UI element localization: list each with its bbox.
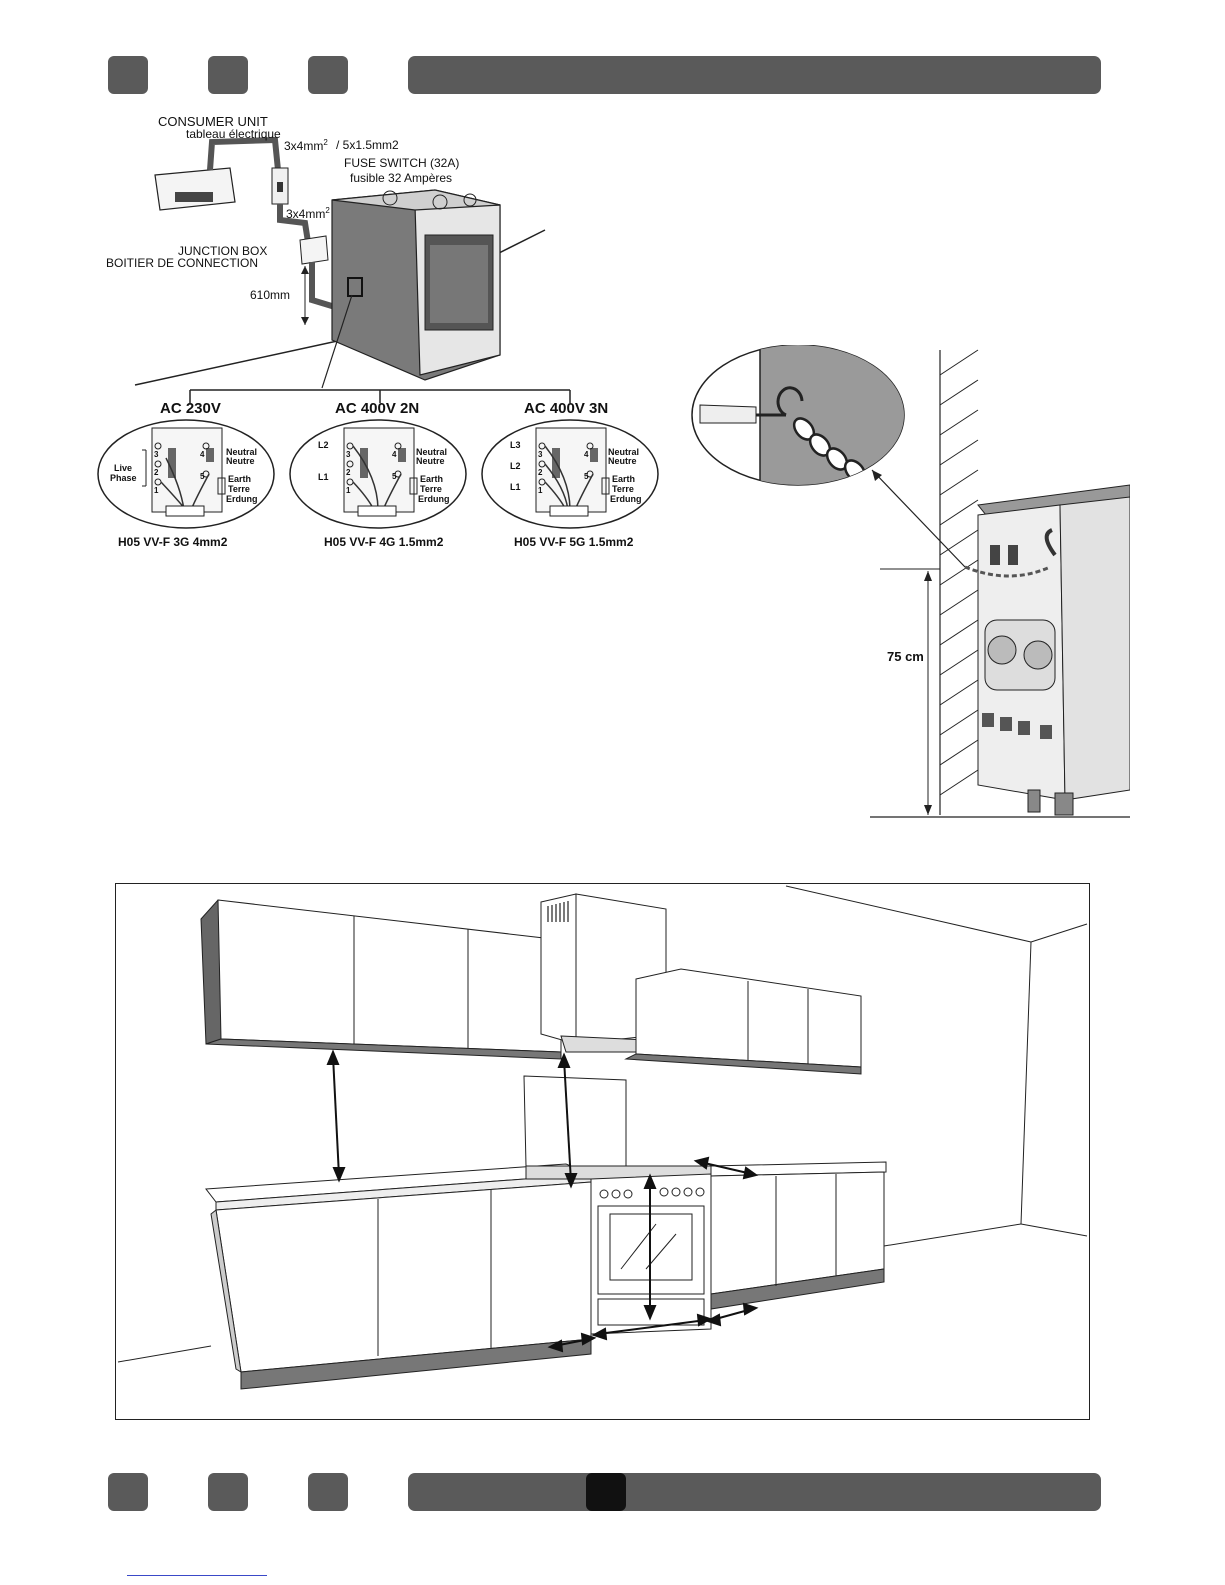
terminal-3-cable-label: H05 VV-F 5G 1.5mm2 [514, 535, 634, 549]
terminal-2-num-2: 2 [346, 468, 351, 477]
header-square-1 [108, 56, 148, 94]
chain-height-label: 75 cm [887, 649, 924, 664]
header-bar [408, 56, 1101, 94]
terminal-3-neutre-label: Neutre [608, 456, 637, 466]
terminal-2-neutral-label: Neutral [416, 447, 448, 457]
terminal-1-neutral-label: Neutral [226, 447, 258, 457]
terminal-2-diagram [289, 419, 467, 529]
terminal-1-diagram [97, 419, 275, 529]
footer-underline [127, 1575, 267, 1576]
terminal-2-cable-label: H05 VV-F 4G 1.5mm2 [324, 535, 444, 549]
terminal-1-cable-label: H05 VV-F 3G 4mm2 [118, 535, 228, 549]
terminal-3-num-5: 5 [584, 472, 589, 481]
terminal-2-l2-label: L2 [318, 440, 329, 450]
terminal-3-num-4: 4 [584, 450, 589, 459]
kitchen-clearance-diagram [117, 885, 1088, 1390]
terminal-3-title: AC 400V 3N [524, 400, 609, 417]
terminal-2-num-3: 3 [346, 450, 351, 459]
height-610-label: 610mm [250, 288, 291, 302]
terminal-1-terre-label: Terre [228, 484, 250, 494]
terminal-2-erdung-label: Erdung [418, 494, 450, 504]
terminal-1-num-3: 3 [154, 450, 159, 459]
junction-box-label: JUNCTION BOX [178, 244, 268, 258]
terminal-1-live-label: Live [114, 463, 133, 473]
header-square-3 [308, 56, 348, 94]
terminal-3-diagram [481, 419, 659, 529]
terminal-2-neutre-label: Neutre [416, 456, 445, 466]
consumer-unit-label: CONSUMER UNIT [158, 114, 268, 129]
terminal-1-earth-label: Earth [228, 474, 252, 484]
terminal-3-num-2: 2 [538, 468, 543, 477]
footer-square-3 [308, 1473, 348, 1511]
terminal-2-l1-label: L1 [318, 472, 329, 482]
terminal-1-num-1: 1 [154, 486, 159, 495]
cable-alt-label: / 5x1.5mm2 [336, 138, 399, 152]
terminal-3-earth-label: Earth [612, 474, 636, 484]
header-square-2 [208, 56, 248, 94]
consumer-unit-fr-label: tableau électrique [186, 127, 281, 141]
terminal-2-terre-label: Terre [420, 484, 442, 494]
terminal-2-num-1: 1 [346, 486, 351, 495]
terminal-1-title: AC 230V [160, 400, 221, 417]
terminal-3-num-3: 3 [538, 450, 543, 459]
terminal-3-terre-label: Terre [612, 484, 634, 494]
terminal-3-neutral-label: Neutral [608, 447, 640, 457]
junction-box-fr-label: BOITIER DE CONNECTION [106, 256, 259, 270]
page-number-marker [586, 1473, 626, 1511]
terminal-1-num-5: 5 [200, 472, 205, 481]
terminal-3-l3-label: L3 [510, 440, 521, 450]
footer-bar [408, 1473, 1101, 1511]
terminal-1-neutre-label: Neutre [226, 456, 255, 466]
cable-main-label: 3x4mm2 [284, 138, 328, 153]
footer-square-1 [108, 1473, 148, 1511]
terminal-2-num-5: 5 [392, 472, 397, 481]
kitchen-clearance-frame [115, 883, 1090, 1420]
terminal-2-earth-label: Earth [420, 474, 444, 484]
terminal-2-title: AC 400V 2N [335, 400, 420, 417]
terminal-3-l2-label: L2 [510, 461, 521, 471]
footer-square-2 [208, 1473, 248, 1511]
wiring-diagram [134, 136, 546, 389]
cable-lower-label: 3x4mm2 [286, 206, 330, 221]
terminal-3-num-1: 1 [538, 486, 543, 495]
terminal-2-num-4: 4 [392, 450, 397, 459]
terminal-1-phase-label: Phase [110, 473, 137, 483]
terminal-1-erdung-label: Erdung [226, 494, 258, 504]
terminal-1-num-2: 2 [154, 468, 159, 477]
terminal-3-l1-label: L1 [510, 482, 521, 492]
terminal-1-num-4: 4 [200, 450, 205, 459]
fuse-switch-label: FUSE SWITCH (32A) [344, 156, 460, 170]
terminal-3-erdung-label: Erdung [610, 494, 642, 504]
chain-diagram [691, 345, 1130, 820]
fuse-switch-fr-label: fusible 32 Ampères [350, 171, 453, 185]
terminal-branch-lines [189, 389, 571, 403]
